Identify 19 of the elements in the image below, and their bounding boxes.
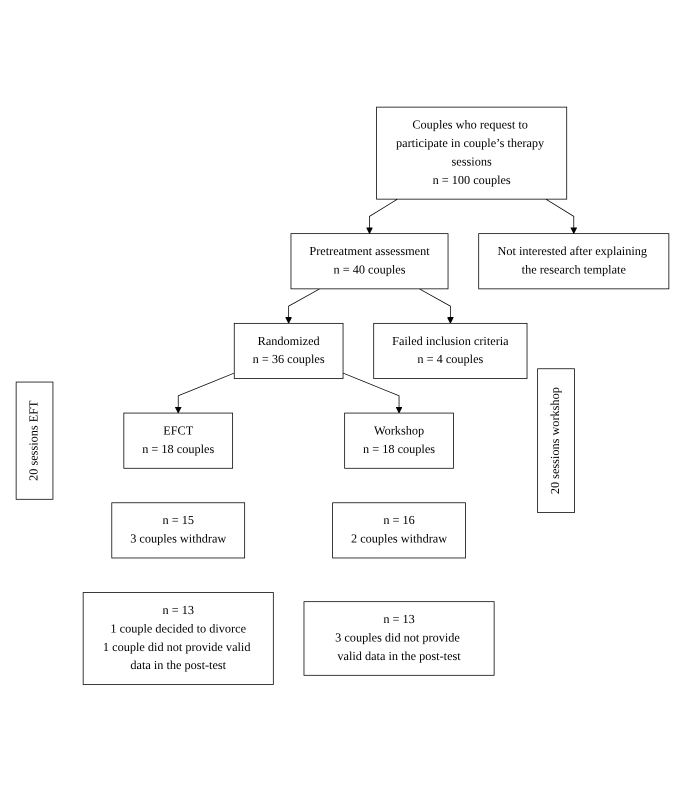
arrow [342, 372, 402, 414]
node-box: Failed inclusion criteria n = 4 couples [373, 323, 528, 380]
node-box: Couples who request to participate in couple’s therapy sessions n = 100 couples [376, 106, 568, 200]
node-box: n = 13 1 couple decided to divorce 1 couple did not provide valid data in the post-test [82, 592, 274, 686]
arrow [546, 198, 578, 234]
arrow [366, 198, 398, 234]
node-box: Randomized n = 36 couples [234, 323, 344, 380]
arrow [418, 288, 454, 324]
node-box: n = 13 3 couples did not provide valid data in the post-test [304, 601, 495, 676]
node-box: Workshop n = 18 couples [344, 412, 454, 469]
node-box: n = 15 3 couples withdraw [111, 502, 246, 559]
node-box: Not interested after explaining the research template [478, 233, 670, 290]
arrow [285, 288, 320, 324]
node-box: 20 sessions EFT [16, 382, 54, 500]
arrow [174, 372, 235, 414]
node-box: EFCT n = 18 couples [123, 412, 234, 469]
node-box: 20 sessions workshop [537, 368, 575, 514]
node-box: Pretreatment assessment n = 40 couples [290, 233, 448, 290]
node-box: n = 16 2 couples withdraw [332, 502, 466, 559]
